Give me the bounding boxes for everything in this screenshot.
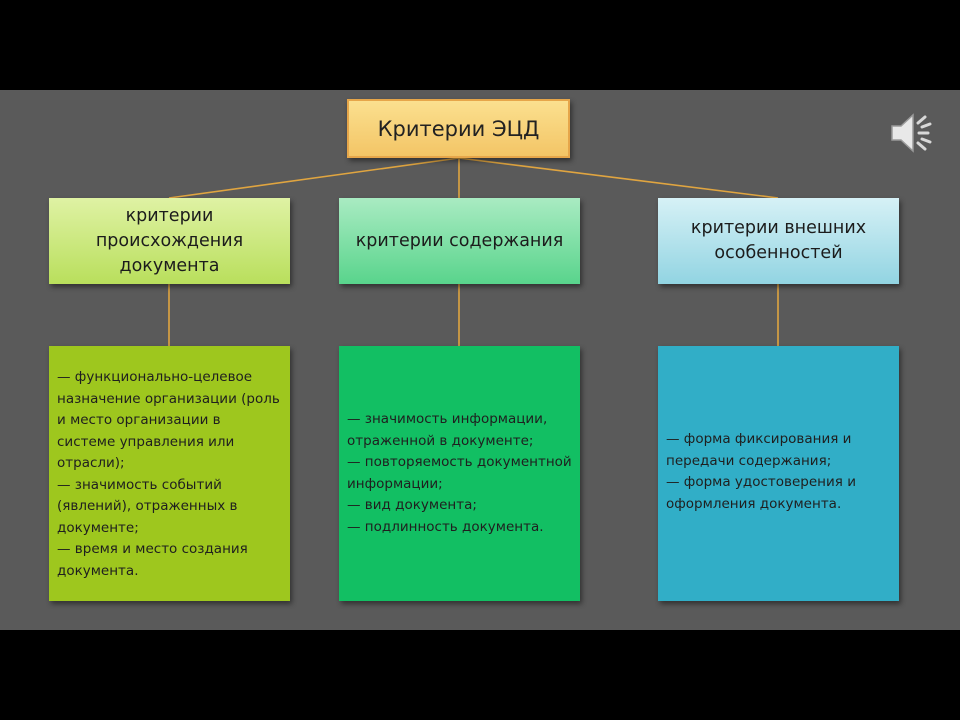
list-item: — форма фиксирования и передачи содержан…	[666, 431, 852, 469]
column-heading-external: критерии внешних особенностей	[658, 198, 899, 284]
detail-box-content: — значимость информации, отраженной в до…	[339, 346, 580, 601]
column-heading-content: критерии содержания	[339, 198, 580, 284]
speaker-icon[interactable]	[888, 110, 938, 156]
list-item: — время и место создания документа.	[57, 541, 248, 579]
detail-list-origin: — функционально-целевое назначение орган…	[57, 367, 282, 582]
slide: Критерии ЭЦД критерии происхождения доку…	[0, 90, 960, 630]
list-item: — форма удостоверения и оформления докум…	[666, 474, 856, 512]
detail-list-content: — значимость информации, отраженной в до…	[347, 409, 572, 538]
list-item: — функционально-целевое назначение орган…	[57, 369, 280, 471]
list-item: — значимость событий (явлений), отраженн…	[57, 476, 238, 536]
column-heading-origin: критерии происхождения документа	[49, 198, 290, 284]
connector-title-to-col3	[458, 157, 779, 199]
diagram-title: Критерии ЭЦД	[347, 99, 570, 158]
detail-box-external: — форма фиксирования и передачи содержан…	[658, 346, 899, 601]
detail-box-origin: — функционально-целевое назначение орган…	[49, 346, 290, 601]
list-item: — повторяемость документной информации;	[347, 454, 572, 492]
list-item: — вид документа;	[347, 497, 477, 513]
list-item: — подлинность документа.	[347, 518, 544, 535]
connector-lines	[168, 157, 779, 346]
list-item: — значимость информации, отраженной в до…	[347, 411, 548, 449]
detail-list-external: — форма фиксирования и передачи содержан…	[666, 429, 891, 515]
connector-title-to-col1	[168, 157, 460, 199]
